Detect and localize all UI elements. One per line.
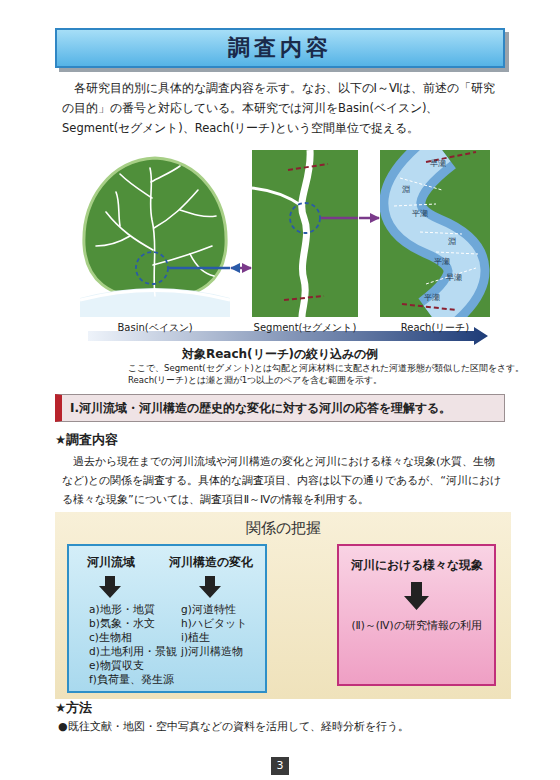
- node-text: (Ⅱ)～(Ⅳ)の研究情報の利用: [339, 618, 494, 632]
- node-heading: 河川流域: [87, 555, 135, 571]
- node-text: i)植生: [181, 630, 210, 644]
- basin-panel: Basin(ベイスン): [80, 150, 230, 317]
- page-title: 調査内容: [228, 33, 332, 63]
- section-band: Ⅰ.河川流域・河川構造の歴史的な変化に対する河川の応答を理解する。: [55, 394, 505, 422]
- link-arrow: [359, 217, 379, 220]
- node-heading: 河川における様々な現象: [339, 558, 494, 574]
- node-text: a)地形・地質: [89, 602, 155, 616]
- node-text: 淵: [402, 185, 410, 196]
- page-number: 3: [271, 757, 289, 775]
- node-text: 淵: [448, 237, 456, 248]
- node-text: f)負荷量、発生源: [89, 672, 174, 686]
- relation-panel: 河川流域 河川構造の変化 a)地形・地質b)気象・水文c)生物相d)土地利用・景観e…: [55, 512, 511, 699]
- link-arrow: [231, 267, 251, 270]
- node-text: 平瀬: [424, 293, 440, 304]
- node-text: g)河道特性: [181, 602, 236, 616]
- definition-note: ここで、Segment(セグメント)とは勾配と河床材料に支配された河道形態が類似…: [128, 363, 548, 375]
- segment-panel: Segment(セグメント): [252, 150, 358, 317]
- node-text: 河川構造の変化: [169, 555, 253, 571]
- node-heading: Ⅰ.河川流域・河川構造の歴史的な変化に対する河川の応答を理解する。: [70, 400, 496, 416]
- node-heading: Segment(セグメント): [254, 321, 357, 335]
- node-heading: Reach(リーチ): [401, 321, 469, 335]
- method-text: ●既往文献・地図・空中写真などの資料を活用して、経時分析を行う。: [58, 719, 518, 734]
- node-text: b)気象・水文: [89, 616, 155, 630]
- node-text: 早瀬: [446, 273, 462, 284]
- section-heading: ★調査内容: [55, 432, 118, 449]
- node-text: h)ハビタット: [181, 616, 247, 630]
- phenomena-box: 河川における様々な現象 (Ⅱ)～(Ⅳ)の研究情報の利用: [337, 544, 496, 686]
- cause-box: 河川流域 河川構造の変化 a)地形・地質b)気象・水文c)生物相d)土地利用・景観e…: [67, 544, 267, 693]
- node-text: 早瀬: [430, 159, 446, 170]
- node-text: c)生物相: [89, 630, 132, 644]
- reach-panel: Reach(リーチ)早瀬淵平瀬淵平瀬早瀬平瀬: [380, 150, 490, 317]
- narrowing-caption: 対象Reach(リーチ)の絞り込みの例: [140, 346, 420, 363]
- node-text: j)河川構造物: [181, 644, 243, 658]
- intro-text: 各研究目的別に具体的な調査内容を示す。なお、以下のⅠ～Ⅵは、前述の「研究の目的」…: [62, 78, 502, 138]
- node-text: e)物質収支: [89, 658, 144, 672]
- node-heading: Basin(ベイスン): [117, 321, 192, 335]
- reach-illustration: [380, 150, 490, 317]
- definition-note: Reach(リーチ)とは瀬と淵が1つ以上のペアを含む範囲を示す。: [128, 375, 548, 387]
- section-heading: ★方法: [55, 700, 92, 717]
- node-heading: 関係の把握: [55, 518, 511, 538]
- node-text: 平瀬: [412, 209, 428, 220]
- segment-illustration: [252, 150, 358, 317]
- node-text: 平瀬: [434, 257, 450, 268]
- title-band: 調査内容: [55, 28, 505, 68]
- node-text: d)土地利用・景観: [89, 644, 177, 658]
- basin-illustration: [80, 150, 230, 317]
- body-text: 過去から現在までの河川流域や河川構造の変化と河川における様々な現象(水質、生物な…: [62, 452, 504, 509]
